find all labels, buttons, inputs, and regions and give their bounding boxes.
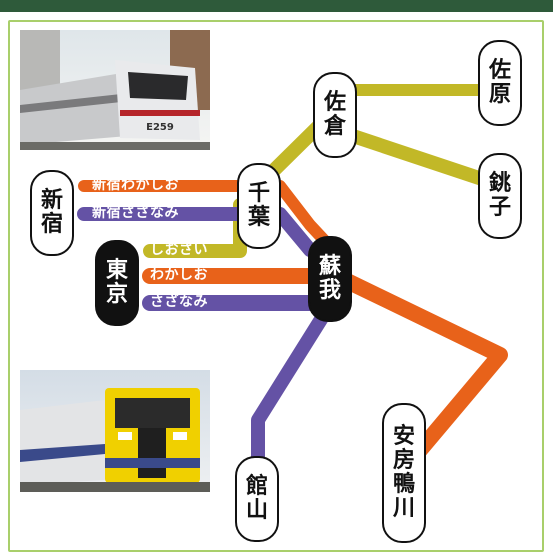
e257-train-photo (20, 370, 210, 492)
top-bar (0, 0, 553, 12)
station-choshi: 銚子 (478, 153, 522, 239)
sazanami-soga-tateyama-line (251, 298, 337, 477)
route-label-shinjuku-wakashio: 新宿わかしお (92, 177, 179, 193)
station-sakura: 佐倉 (313, 72, 357, 158)
e259-number-plate: E259 (146, 122, 174, 133)
station-tokyo: 東京 (95, 240, 139, 326)
route-label-shinjuku-sazanami: 新宿さざなみ (92, 205, 179, 221)
route-label-wakashio: わかしお (150, 267, 208, 283)
station-shinjuku: 新宿 (30, 170, 74, 256)
station-sawara: 佐原 (478, 40, 522, 126)
station-awakamogawa: 安房鴨川 (382, 403, 426, 543)
route-label-sazanami: さざなみ (150, 294, 208, 310)
wakashio-soga-awakamogawa-line (337, 272, 508, 458)
route-label-shiosai: しおさい (150, 242, 208, 258)
station-tateyama: 館山 (235, 456, 279, 542)
station-chiba: 千葉 (237, 163, 281, 249)
station-soga: 蘇我 (308, 236, 352, 322)
e259-train-photo: E259 (20, 30, 210, 150)
shiosai-sakura-choshi-line (328, 123, 507, 192)
